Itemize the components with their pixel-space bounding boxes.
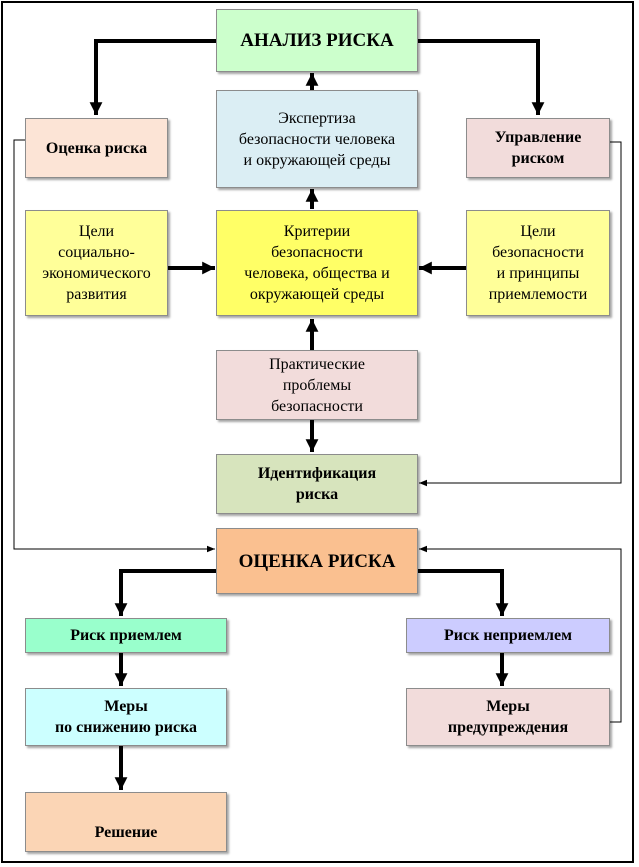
node-risk-assessment-top: Оценка риска — [25, 118, 168, 178]
line-management-to-identification — [419, 141, 622, 487]
line-prevention-to-main — [419, 545, 622, 723]
node-analysis: АНАЛИЗ РИСКА — [216, 9, 418, 72]
node-socio-goals: Цели социально- экономического развития — [25, 210, 168, 316]
arrow-analysis-to-assessment — [89, 39, 216, 115]
node-risk-unacceptable: Риск неприемлем — [406, 618, 610, 653]
node-reduction-measures: Меры по снижению риска — [25, 688, 227, 746]
node-identification: Идентификация риска — [216, 454, 418, 514]
node-prevention-measures: Меры предупреждения — [406, 688, 610, 746]
arrow-main-to-unacceptable — [418, 569, 509, 616]
arrow-main-to-acceptable — [114, 569, 216, 616]
node-safety-goals: Цели безопасности и принципы приемлемост… — [466, 210, 610, 316]
node-risk-assessment-main: ОЦЕНКА РИСКА — [216, 528, 418, 594]
node-criteria: Критерии безопасности человека, общества… — [216, 210, 418, 316]
line-assessment-top-to-main — [13, 139, 215, 553]
node-risk-acceptable: Риск приемлем — [25, 618, 227, 653]
arrow-analysis-to-management — [418, 39, 545, 115]
node-practical-problems: Практические проблемы безопасности — [216, 350, 418, 420]
node-expertise: Экспертиза безопасности человека и окруж… — [216, 90, 418, 188]
node-decision: Решение — [25, 792, 227, 852]
node-risk-management: Управление риском — [466, 118, 610, 178]
